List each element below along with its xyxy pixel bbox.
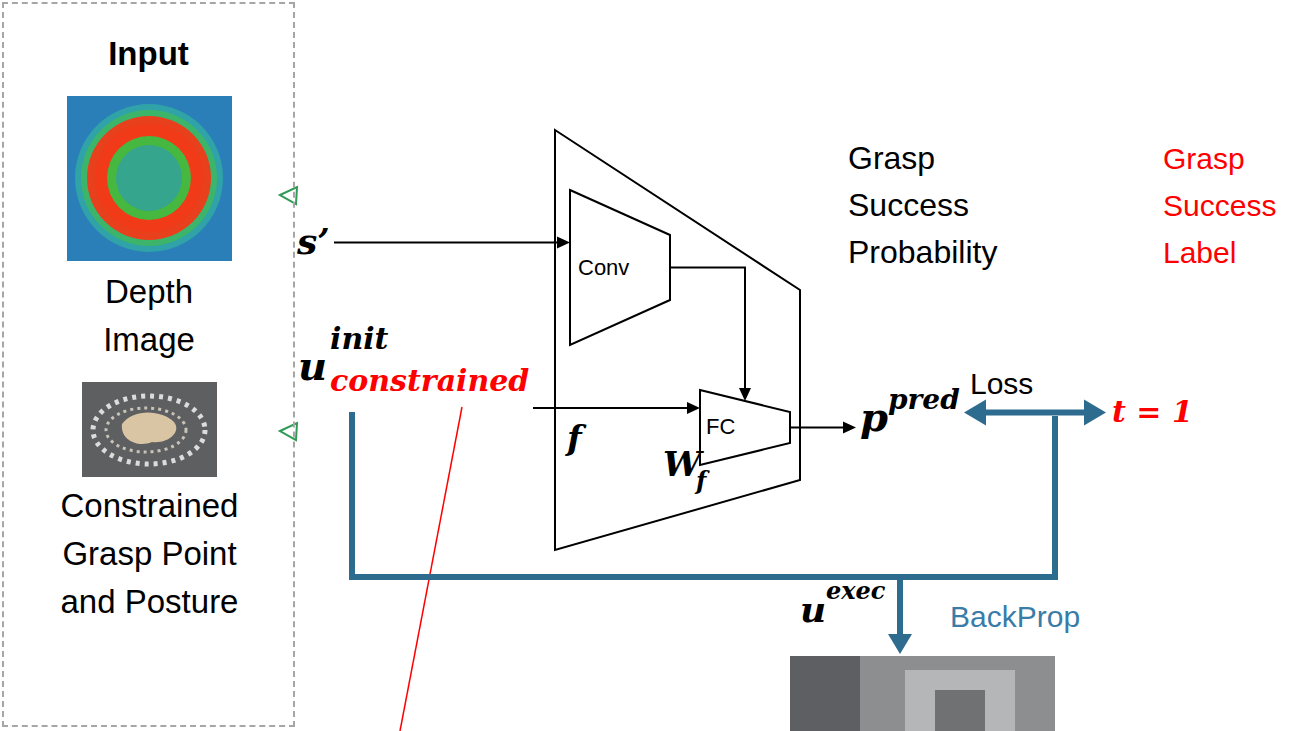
superscript: exec (826, 578, 885, 604)
text-holder: exec (826, 578, 885, 604)
math-symbol: s’ (297, 222, 330, 262)
trapezoid-outline (700, 390, 790, 465)
text-holder: W (663, 446, 701, 483)
arrow-head (1084, 400, 1106, 426)
robot-photo (790, 656, 1055, 731)
depth-ring (81, 110, 217, 246)
text-holder: Input (4, 34, 293, 74)
subscript: constrained (330, 364, 529, 397)
image-caption: Constrained Grasp Point and Posture (42, 482, 257, 626)
image-caption: Depth Image (69, 268, 229, 364)
backprop-caption: BackProp (950, 600, 1080, 633)
text-holder: constrained (330, 364, 529, 397)
object-blob (122, 413, 176, 444)
text-holder: p (860, 395, 888, 439)
action-symbol: uinit constrained (298, 322, 533, 410)
connector-arrow (670, 268, 751, 402)
grasp-point-ring (93, 396, 205, 464)
superscript: init (330, 322, 388, 355)
photo-gripper (905, 670, 1015, 731)
depth-ring (95, 124, 203, 232)
trapezoid-outline (570, 190, 670, 345)
photo-shadow (790, 656, 860, 731)
exec-arrow-shaft (897, 577, 903, 636)
connector-line (670, 268, 745, 391)
text-holder: Grasp Success Probability (848, 135, 1018, 276)
math-symbol: u (298, 344, 327, 388)
subscript: f (696, 468, 706, 494)
math-symbol: f (567, 420, 582, 457)
text-holder: Constrained Grasp Point and Posture (42, 482, 257, 626)
connector-line (790, 427, 846, 429)
exec-arrow-head (888, 634, 912, 654)
text-holder: f (696, 468, 706, 494)
network-trapezoid: fWfConvFC (555, 130, 800, 550)
panel-title: Input (4, 34, 293, 74)
text-holder: f (567, 420, 582, 457)
grasp-image-panel: Constrained Grasp Point and Posture (42, 378, 257, 630)
connector-arrow (533, 402, 700, 414)
target-caption: Grasp Success Label (1163, 135, 1285, 276)
edge-label: Loss (970, 367, 1033, 400)
superscript: pred (888, 385, 960, 416)
fc-trapezoid: FC (700, 390, 790, 465)
layer-name: FC (706, 415, 735, 439)
math-symbol: t = 1 (1112, 395, 1193, 428)
backprop-path (352, 412, 1055, 577)
depth-ring (87, 116, 211, 240)
math-symbol: W (663, 446, 701, 483)
arrow-head (557, 237, 570, 249)
probability-symbol: ppred (856, 385, 964, 440)
conv-trapezoid: Conv (570, 190, 670, 345)
depth-image (67, 96, 232, 261)
state-symbol: s’ (293, 220, 334, 265)
text-holder: u (298, 344, 327, 388)
grasp-point-ring (106, 408, 186, 452)
math-symbol: p (860, 395, 888, 439)
text-holder: Conv (578, 256, 629, 280)
layer-name: Conv (578, 256, 629, 280)
depth-image-panel: Depth Image (42, 92, 257, 368)
shape-outline (555, 130, 800, 550)
trapezoid-outline (555, 130, 800, 550)
arrow-head (687, 402, 700, 414)
input-panel: InputDepth ImageConstrained Grasp Point … (2, 2, 295, 727)
text-holder: init (330, 322, 388, 355)
text-holder: Depth Image (69, 268, 229, 364)
output-caption: Grasp Success Probability (848, 135, 1018, 276)
photo-ground (82, 382, 217, 477)
text-holder: pred (888, 385, 960, 416)
text-holder: s’ (297, 222, 330, 262)
leader-line (400, 407, 462, 731)
label-symbol: t = 1 (1106, 385, 1197, 440)
depth-ground (67, 96, 232, 261)
math-symbol: u (800, 590, 826, 630)
connector-arrow (334, 237, 570, 249)
text-holder: u (800, 590, 826, 630)
depth-ring (75, 104, 223, 252)
text-holder: BackProp (950, 600, 1080, 633)
connector-line (533, 407, 690, 409)
connector-line (334, 242, 560, 244)
depth-ring (116, 145, 182, 211)
photo-ground (790, 656, 1055, 731)
arrow-head (964, 400, 986, 426)
connector-line (982, 410, 1089, 416)
depth-ring (107, 136, 191, 220)
photo-gripper-part (935, 690, 985, 731)
connector-arrow (964, 400, 1106, 426)
text-holder: FC (706, 415, 735, 439)
text-holder: Grasp Success Label (1163, 135, 1285, 276)
arrow-head (843, 422, 856, 434)
text-holder: Loss (970, 367, 1033, 400)
text-holder: t = 1 (1112, 395, 1193, 428)
grasp-photo (82, 382, 217, 477)
